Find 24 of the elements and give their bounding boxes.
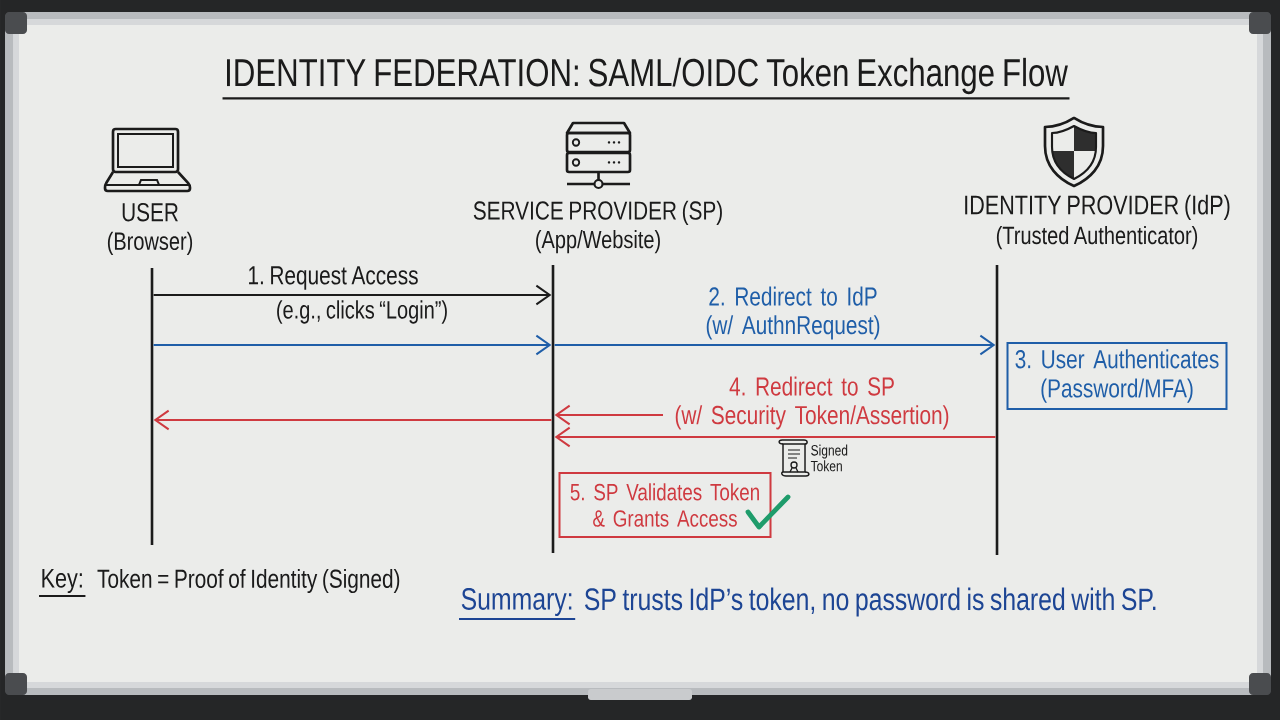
lifeline [995,265,999,555]
caption: Signed Token [810,444,848,472]
arrow [152,334,552,356]
lifeline [551,265,555,553]
actor-label: USER (Browser) [107,203,193,255]
edge-label: 2. Redirect to IdP (w/ AuthnRequest) [706,286,880,340]
step-box: 3. User Authenticates (Password/MFA) [1006,342,1228,410]
arrow [152,284,552,306]
arrow [554,426,997,448]
arrow [553,334,996,356]
summary-text: SP trusts IdP’s token, no password is shared with SP. [584,587,1156,617]
note-text: (e.g., clicks “Login”) [277,300,447,324]
title: IDENTITY FEDERATION: SAML/OIDC Token Exchange Flow [227,57,1068,95]
edge-label: 4. Redirect to SP (w/ Security Token/Assertion) [675,376,949,430]
lifeline [150,268,154,545]
step-box: 5. SP Validates Token & Grants Access [558,472,772,538]
edge-label: 1. Request Access [249,266,418,290]
key-entry: Token = Proof of Identity (Signed) [97,568,400,594]
actor-label: SERVICE PROVIDER (SP) (App/Website) [473,200,722,254]
arrow [153,409,553,431]
actor-label: IDENTITY PROVIDER (IdP) (Trusted Authenticator) [965,194,1230,250]
key-heading: Key: [42,568,82,594]
summary-heading: Summary: [461,587,572,617]
arrow [554,404,664,426]
